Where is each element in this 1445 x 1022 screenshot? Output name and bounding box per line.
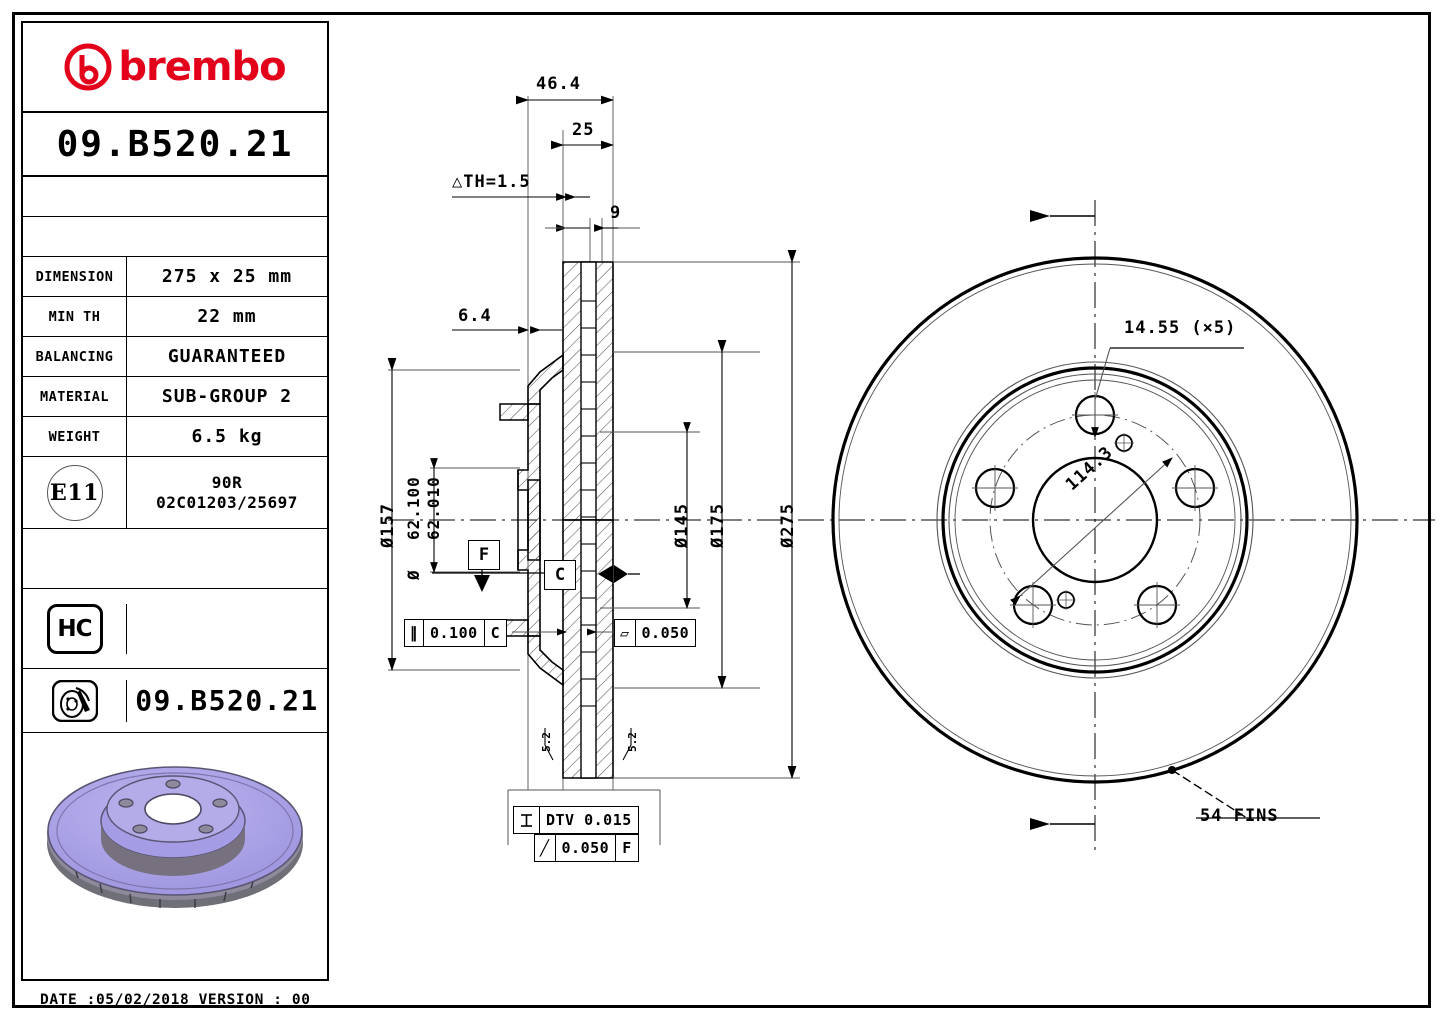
dim-hat-offset: 25	[572, 120, 595, 140]
fins-note: 54 FINS	[1200, 806, 1279, 826]
spec-row-balancing: BALANCING GUARANTEED	[23, 337, 327, 377]
spec-value-weight: 6.5 kg	[191, 426, 263, 447]
dim-bore-upper-tol: 62.100	[404, 476, 423, 540]
datum-c: C	[544, 560, 576, 590]
dim-mid-dia: Ø175	[708, 503, 728, 548]
gdt-runout-frame: ╱ 0.050 F	[534, 834, 639, 862]
gdt-tolerance-parallelism: 0.100	[423, 620, 484, 646]
spec-label-balancing: BALANCING	[23, 337, 127, 376]
dim-hat-height: 6.4	[458, 306, 492, 326]
disc-render	[23, 733, 327, 930]
dim-vane-width: 9	[610, 203, 622, 223]
blank-row-1	[23, 177, 327, 217]
spec-value-material: SUB-GROUP 2	[161, 386, 293, 407]
surface-mark-right: 5.2	[626, 732, 639, 752]
gdt-parallelism-frame: ∥ 0.100 C	[404, 619, 508, 647]
spec-label-dimension: DIMENSION	[23, 257, 127, 296]
surface-mark-left: 5.2	[540, 732, 553, 752]
total-runout-icon	[521, 813, 532, 827]
gdt-symbol-flatness: ▱	[620, 624, 630, 642]
gdt-dtv-frame: DTV 0.015	[513, 806, 639, 834]
spec-row-min-th: MIN TH 22 mm	[23, 297, 327, 337]
gdt-flatness-frame: ▱ 0.050	[614, 619, 697, 647]
brembo-logo: brembo	[23, 23, 327, 113]
datum-f: F	[468, 540, 500, 570]
homologation-line2: 02C01203/25697	[156, 492, 298, 512]
title-block: brembo 09.B520.21 DIMENSION 275 x 25 mm …	[21, 21, 329, 981]
brembo-b-icon	[64, 43, 112, 91]
dim-outer-dia: Ø275	[778, 503, 798, 548]
brake-disc-3d-render	[47, 766, 303, 908]
bolt-hole-note: 14.55 (×5)	[1124, 318, 1237, 338]
dim-overall-width: 46.4	[536, 74, 581, 94]
homologation-code: 90R 02C01203/25697	[127, 473, 327, 513]
hc-badge: HC	[46, 603, 103, 654]
spec-value-balancing: GUARANTEED	[167, 346, 287, 367]
part-number-bottom: 09.B520.21	[135, 684, 319, 717]
dim-bore-lower-tol: 62.010	[424, 476, 443, 540]
spec-value-min-th: 22 mm	[197, 306, 257, 327]
dim-th-tolerance: △TH=1.5	[452, 172, 531, 192]
brembo-wordmark: brembo	[118, 44, 286, 90]
gdt-tolerance-runout: 0.050	[554, 835, 616, 861]
gdt-datum-parallelism: C	[483, 620, 507, 646]
hc-row: HC	[23, 589, 327, 669]
blank-row-2	[23, 217, 327, 257]
homologation-line1: 90R	[211, 472, 243, 492]
gdt-datum-runout: F	[615, 835, 638, 861]
gdt-symbol-runout: ╱	[540, 839, 550, 857]
disc-icon-row: 09.B520.21	[23, 669, 327, 733]
gdt-tolerance-flatness: 0.050	[634, 620, 696, 646]
part-number-text: 09.B520.21	[56, 123, 294, 165]
dim-bore-symbol: Ø	[404, 569, 423, 580]
gdt-symbol-parallelism: ∥	[410, 624, 418, 642]
brake-disc-icon	[51, 679, 98, 722]
spec-value-dimension: 275 x 25 mm	[161, 266, 293, 287]
spec-label-material: MATERIAL	[23, 377, 127, 416]
spec-label-weight: WEIGHT	[23, 417, 127, 456]
spec-row-dimension: DIMENSION 275 x 25 mm	[23, 257, 327, 297]
footer-date-version: DATE :05/02/2018 VERSION : 00	[40, 992, 311, 1008]
homologation-row: E11 90R 02C01203/25697	[23, 457, 327, 529]
gdt-symbol-dtv	[514, 807, 539, 833]
spec-row-weight: WEIGHT 6.5 kg	[23, 417, 327, 457]
drawing-border	[12, 12, 1431, 1008]
spec-label-min-th: MIN TH	[23, 297, 127, 336]
e11-badge: E11	[46, 464, 103, 521]
gdt-tolerance-dtv: DTV 0.015	[539, 807, 638, 833]
blank-row-3	[23, 529, 327, 589]
spec-row-material: MATERIAL SUB-GROUP 2	[23, 377, 327, 417]
part-number-header: 09.B520.21	[23, 113, 327, 177]
dim-bore-outer: Ø157	[378, 503, 398, 548]
dim-inner-pad: Ø145	[672, 503, 692, 548]
